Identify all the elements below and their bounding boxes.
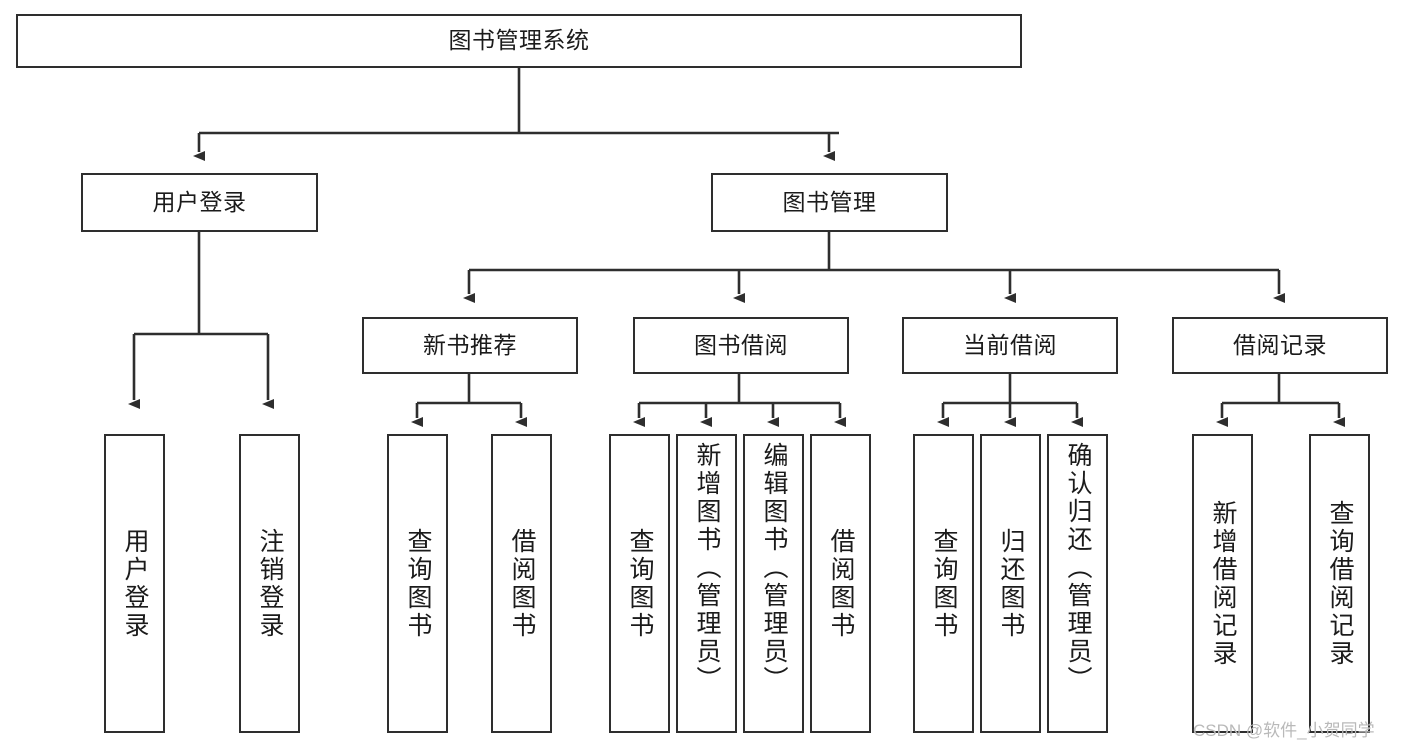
leaf-user-login[interactable]: 用户登录 xyxy=(104,434,165,733)
node-label: 新增图书（管理员） xyxy=(693,442,721,694)
node-label: 新增借阅记录 xyxy=(1209,499,1237,668)
node-label: 查询图书 xyxy=(404,527,432,640)
leaf-borrow-book-1[interactable]: 借阅图书 xyxy=(491,434,552,733)
node-label: 查询图书 xyxy=(930,527,958,640)
node-label: 借阅记录 xyxy=(1233,331,1327,358)
node-label: 编辑图书（管理员） xyxy=(760,442,788,694)
watermark-text: CSDN @软件_小贺同学 xyxy=(1193,721,1375,740)
node-label: 新书推荐 xyxy=(423,331,517,358)
node-label: 用户登录 xyxy=(152,188,247,215)
node-label: 当前借阅 xyxy=(963,331,1057,358)
leaf-borrow-book-2[interactable]: 借阅图书 xyxy=(810,434,871,733)
node-label: 图书管理系统 xyxy=(448,27,590,54)
node-label: 查询图书 xyxy=(626,527,654,640)
node-new-book-recommend[interactable]: 新书推荐 xyxy=(362,317,578,374)
node-label: 借阅图书 xyxy=(508,527,536,640)
node-book-management-system[interactable]: 图书管理系统 xyxy=(16,14,1022,68)
leaf-query-book-3[interactable]: 查询图书 xyxy=(913,434,974,733)
node-label: 归还图书 xyxy=(997,527,1025,640)
node-label: 注销登录 xyxy=(256,527,284,640)
node-label: 图书借阅 xyxy=(694,331,788,358)
leaf-query-borrow-record[interactable]: 查询借阅记录 xyxy=(1309,434,1370,733)
node-borrow-record[interactable]: 借阅记录 xyxy=(1172,317,1388,374)
leaf-confirm-return-admin[interactable]: 确认归还（管理员） xyxy=(1047,434,1108,733)
leaf-edit-book-admin[interactable]: 编辑图书（管理员） xyxy=(743,434,804,733)
leaf-logout-login[interactable]: 注销登录 xyxy=(239,434,300,733)
node-label: 用户登录 xyxy=(121,527,149,640)
node-book-borrow[interactable]: 图书借阅 xyxy=(633,317,849,374)
node-label: 借阅图书 xyxy=(827,527,855,640)
node-book-manage[interactable]: 图书管理 xyxy=(711,173,948,232)
node-label: 图书管理 xyxy=(782,188,877,215)
leaf-query-book-1[interactable]: 查询图书 xyxy=(387,434,448,733)
leaf-add-borrow-record[interactable]: 新增借阅记录 xyxy=(1192,434,1253,733)
leaf-add-book-admin[interactable]: 新增图书（管理员） xyxy=(676,434,737,733)
node-user-login[interactable]: 用户登录 xyxy=(81,173,318,232)
node-current-borrow[interactable]: 当前借阅 xyxy=(902,317,1118,374)
node-label: 确认归还（管理员） xyxy=(1064,442,1092,694)
leaf-query-book-2[interactable]: 查询图书 xyxy=(609,434,670,733)
leaf-return-book[interactable]: 归还图书 xyxy=(980,434,1041,733)
node-label: 查询借阅记录 xyxy=(1326,499,1354,668)
